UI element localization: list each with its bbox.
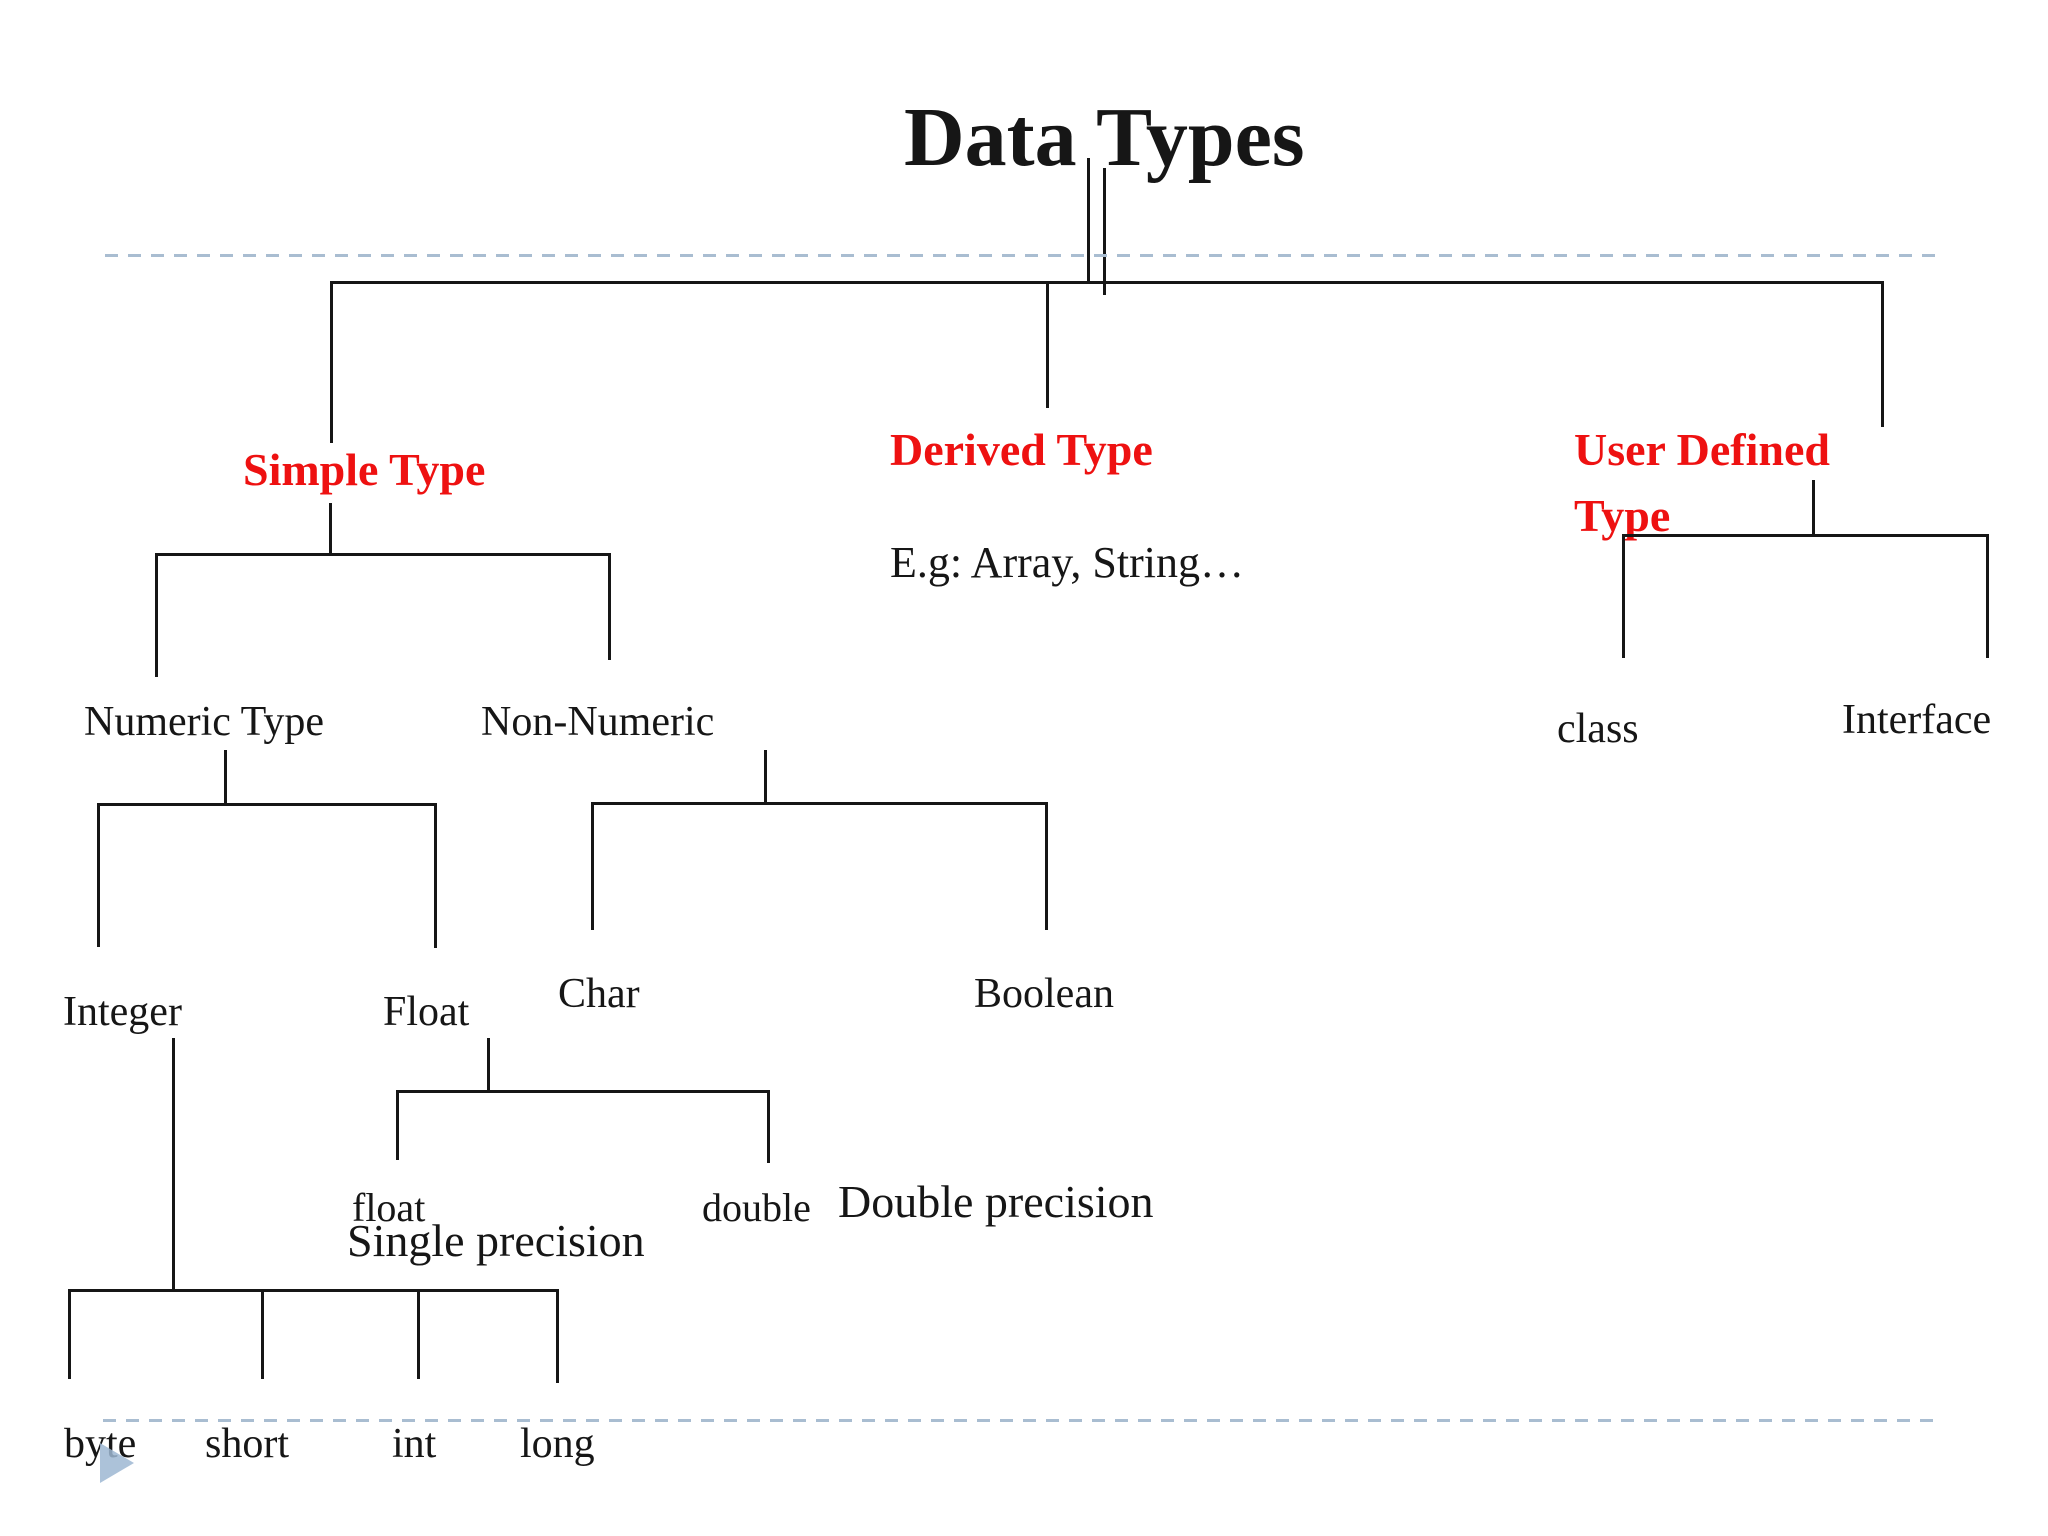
connector-root-bar xyxy=(330,281,1884,284)
node-char: Char xyxy=(558,971,640,1017)
connector-drop-long xyxy=(556,1289,559,1383)
node-float-category: Float xyxy=(383,989,470,1035)
derived-type-example: E.g: Array, String… xyxy=(890,538,1244,587)
connector-simple-bar xyxy=(155,553,611,556)
node-non-numeric: Non-Numeric xyxy=(481,699,715,745)
connector-drop-user-defined xyxy=(1881,281,1884,427)
node-int: int xyxy=(392,1421,437,1467)
slide-title: Data Types xyxy=(904,91,1305,184)
connector-numeric-junction xyxy=(224,750,227,806)
connector-drop-float-leaf xyxy=(396,1090,399,1160)
node-simple-type: Simple Type xyxy=(243,444,486,495)
connector-drop-derived xyxy=(1046,281,1049,408)
node-user-defined-line1: User Defined xyxy=(1574,424,1830,475)
note-single-precision: Single precision xyxy=(347,1215,645,1266)
node-class: class xyxy=(1557,706,1639,752)
node-interface: Interface xyxy=(1842,697,1992,743)
connector-drop-double-leaf xyxy=(767,1090,770,1163)
top-dashed-rule xyxy=(105,254,1943,257)
node-integer: Integer xyxy=(63,989,182,1035)
connector-integer-bar xyxy=(68,1289,559,1292)
slide-marker-triangle-icon xyxy=(100,1443,134,1483)
connector-drop-interface xyxy=(1986,534,1989,658)
connector-float-bar xyxy=(396,1090,770,1093)
connector-drop-boolean xyxy=(1045,802,1048,930)
connector-drop-short xyxy=(261,1289,264,1379)
bottom-dashed-rule xyxy=(103,1419,1943,1422)
connector-user-defined-junction xyxy=(1812,480,1815,537)
node-user-defined-line2: Type xyxy=(1574,490,1671,541)
connector-user-defined-bar xyxy=(1622,534,1989,537)
connector-drop-int xyxy=(417,1289,420,1379)
connector-drop-class xyxy=(1622,534,1625,658)
connector-non-numeric-junction xyxy=(764,750,767,805)
connector-drop-non-numeric xyxy=(608,553,611,660)
connector-non-numeric-bar xyxy=(591,802,1048,805)
node-double-leaf: double xyxy=(702,1185,811,1230)
connector-integer-junction xyxy=(172,1038,175,1292)
node-short: short xyxy=(205,1421,289,1467)
node-derived-type: Derived Type xyxy=(890,424,1153,475)
connector-drop-simple xyxy=(330,281,333,443)
connector-simple-junction xyxy=(329,503,332,555)
connector-drop-char xyxy=(591,802,594,930)
connector-drop-numeric xyxy=(155,553,158,677)
node-long: long xyxy=(520,1421,595,1467)
connector-numeric-bar xyxy=(97,803,437,806)
title-connector-tick-left xyxy=(1087,158,1090,283)
connector-float-junction xyxy=(487,1038,490,1092)
node-numeric-type: Numeric Type xyxy=(84,699,325,745)
node-float-leaf: float xyxy=(352,1185,426,1230)
node-boolean: Boolean xyxy=(974,971,1114,1017)
connector-drop-byte xyxy=(68,1289,71,1379)
note-double-precision: Double precision xyxy=(838,1176,1154,1227)
title-connector-tick-right xyxy=(1103,168,1106,295)
connector-drop-float xyxy=(434,803,437,948)
connector-drop-integer xyxy=(97,803,100,947)
